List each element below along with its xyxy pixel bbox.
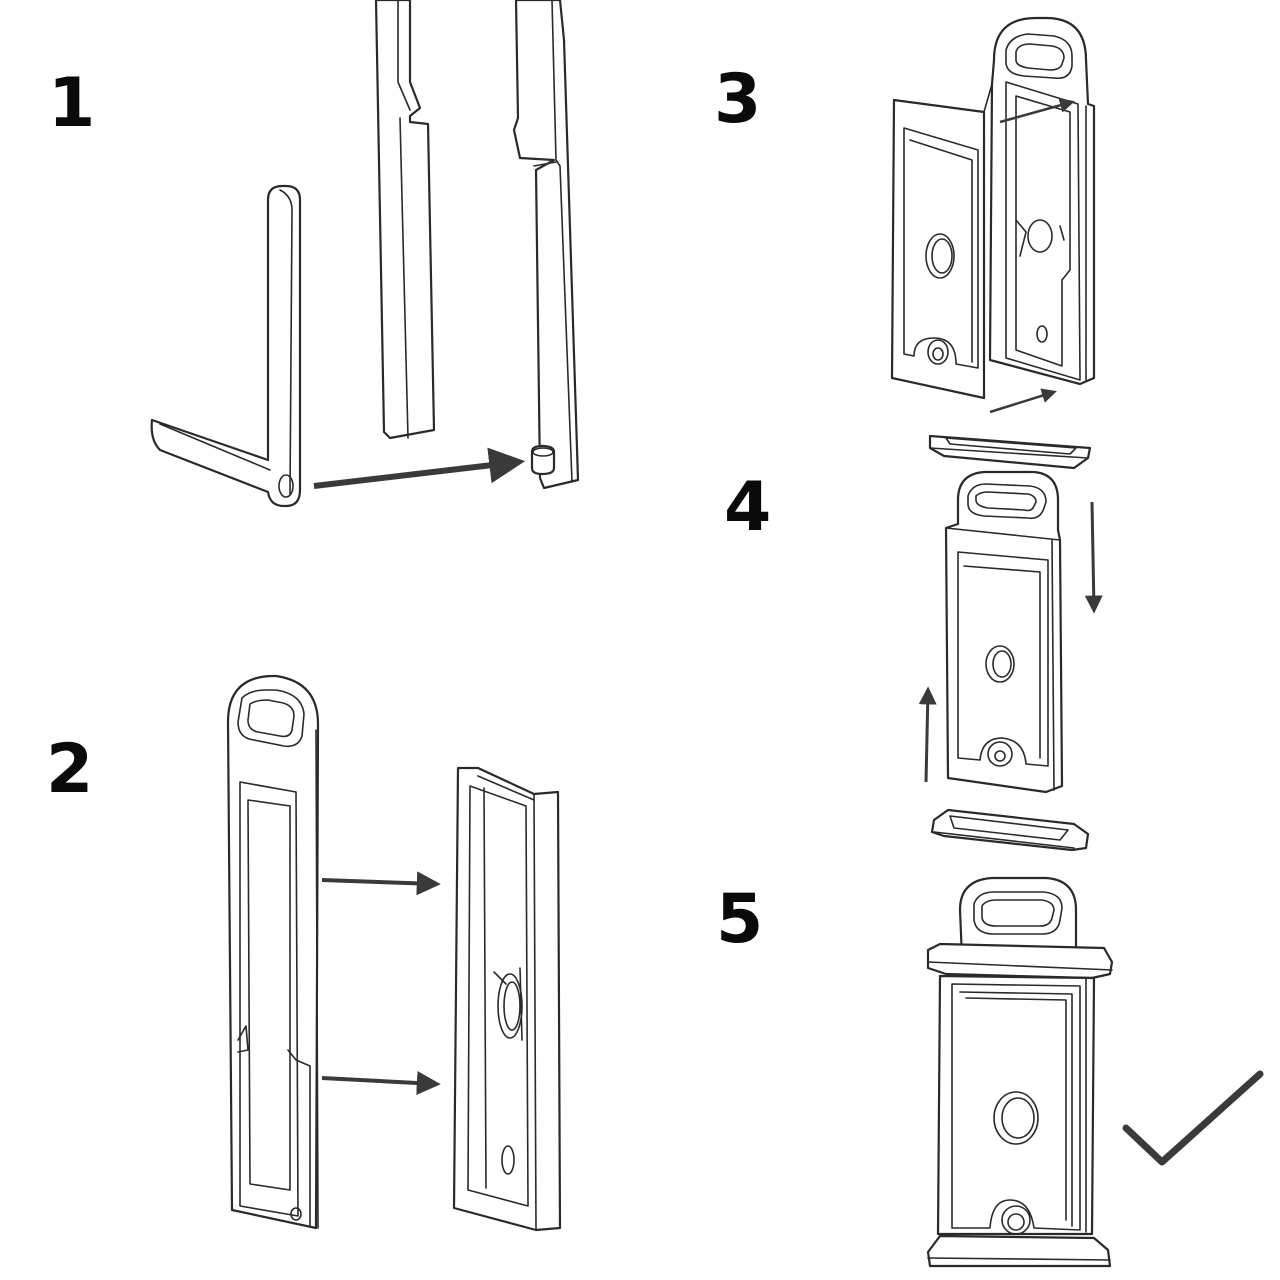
step-1-illustration xyxy=(150,0,580,508)
holder-back-part xyxy=(988,16,1096,386)
step-5-label: 5 xyxy=(716,880,764,959)
kickstand-part xyxy=(150,184,302,508)
back-plate-part xyxy=(226,674,320,1230)
step-4-label: 4 xyxy=(724,468,772,547)
middle-rail-part xyxy=(374,0,436,440)
step-3-arrow-top xyxy=(999,97,1075,124)
step-4-illustration xyxy=(918,434,1103,852)
step-2-arrow-bottom xyxy=(321,1071,441,1095)
step-3-illustration xyxy=(890,16,1096,414)
step-3-arrow-bottom xyxy=(989,388,1057,414)
step-3-label: 3 xyxy=(714,60,762,139)
front-frame-part xyxy=(452,766,562,1232)
step-2-illustration xyxy=(226,674,562,1232)
checkmark-icon xyxy=(1122,1070,1264,1166)
step-2-label: 2 xyxy=(46,730,94,809)
holder-front-part xyxy=(890,83,993,400)
step-5-illustration xyxy=(926,876,1264,1268)
top-cap-part xyxy=(928,434,1092,470)
holder-assembled-part xyxy=(944,470,1064,794)
step-4-arrow-up xyxy=(918,686,937,783)
step-4-arrow-down xyxy=(1084,501,1103,614)
step-1-arrow xyxy=(313,447,526,489)
right-rail-part xyxy=(512,0,580,490)
step-2-arrow-top xyxy=(321,871,441,896)
final-assembly-part xyxy=(926,876,1114,1268)
step-1-label: 1 xyxy=(48,64,96,143)
bottom-cap-part xyxy=(930,808,1090,852)
